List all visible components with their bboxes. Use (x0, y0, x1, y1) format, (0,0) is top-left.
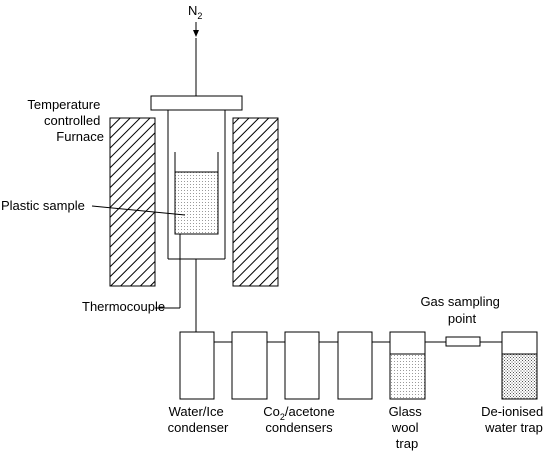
co2-acetone-condenser-2 (284, 331, 320, 400)
inlet-arrow-icon (193, 30, 199, 37)
furnace-label: Temperature controlled Furnace (27, 97, 104, 144)
thermocouple-label: Thermocouple (82, 299, 165, 314)
plastic-sample-label: Plastic sample (1, 198, 85, 213)
deionised-water-trap (501, 331, 538, 400)
reactor-lid (150, 95, 243, 111)
deionised-water-trap-label: De-ionised water trap (481, 404, 547, 435)
gas-sampling-port (445, 336, 481, 347)
sample-crucible (174, 152, 219, 235)
crucible-outline (174, 152, 219, 235)
water-ice-condenser (179, 331, 215, 400)
glass-wool-vessel (389, 331, 426, 400)
gas-sampling-label: Gas sampling point (420, 294, 503, 326)
nitrogen-inlet: N2 (188, 3, 202, 96)
co2-acetone-label: Co2/acetone (263, 404, 335, 422)
co2-acetone-label-line2: condensers (265, 420, 333, 435)
water-trap-vessel (501, 331, 538, 400)
glass-wool-trap (389, 331, 426, 400)
water-ice-condenser-label: Water/Ice condenser (168, 404, 229, 435)
furnace-wall-left (109, 117, 156, 287)
furnace-wall-right (232, 117, 279, 287)
plastic-sample-leader (91, 205, 186, 216)
plastic-sample (175, 172, 218, 234)
water-fill (502, 354, 537, 399)
glass-wool-trap-label: Glass wool trap (389, 404, 426, 451)
co2-acetone-condenser-1 (231, 331, 268, 400)
glass-wool-fill (390, 354, 425, 399)
nitrogen-label: N2 (188, 3, 202, 21)
co2-acetone-condenser-3 (337, 331, 373, 400)
